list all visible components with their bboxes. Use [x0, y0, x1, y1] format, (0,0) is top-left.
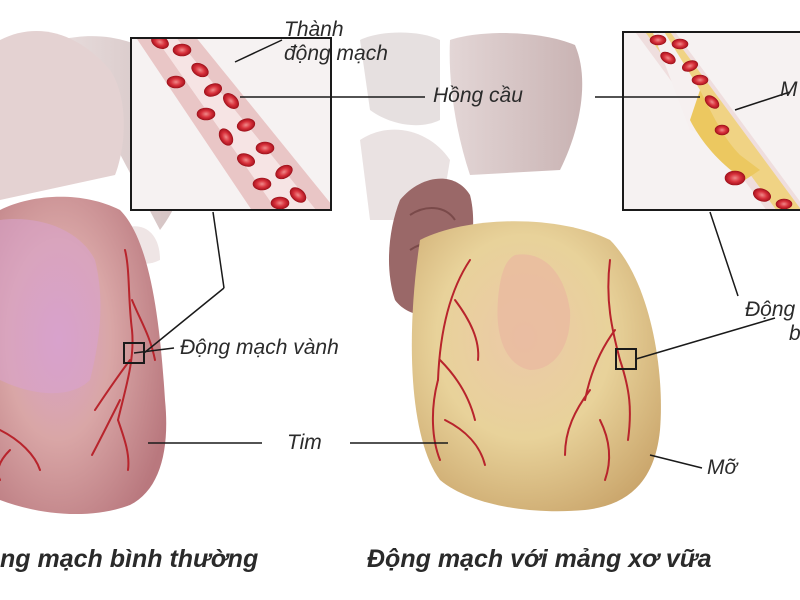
label-coronary-artery-cut-line2: b [789, 322, 800, 346]
label-red-blood-cells: Hồng cầu [433, 84, 523, 107]
label-artery-wall: Thành động mạch [284, 18, 388, 66]
label-plaque: M [780, 78, 798, 101]
caption-normal-artery: ng mạch bình thường [0, 545, 259, 573]
caption-plaque-artery: Động mạch với mảng xơ vữa [367, 545, 712, 573]
label-fat: Mỡ [707, 456, 738, 479]
fatty-heart [360, 32, 661, 512]
label-artery-wall-line2: động mạch [284, 42, 388, 66]
label-artery-wall-line1: Thành [284, 18, 344, 41]
label-heart: Tim [287, 431, 322, 454]
leader-lines [133, 39, 791, 469]
normal-artery-inset [130, 37, 332, 211]
label-coronary-artery-cut: Động b [745, 298, 800, 346]
plaque-artery-inset [622, 31, 800, 211]
label-coronary-artery-cut-line1: Động [745, 298, 796, 321]
label-coronary-artery: Động mạch vành [180, 336, 339, 359]
